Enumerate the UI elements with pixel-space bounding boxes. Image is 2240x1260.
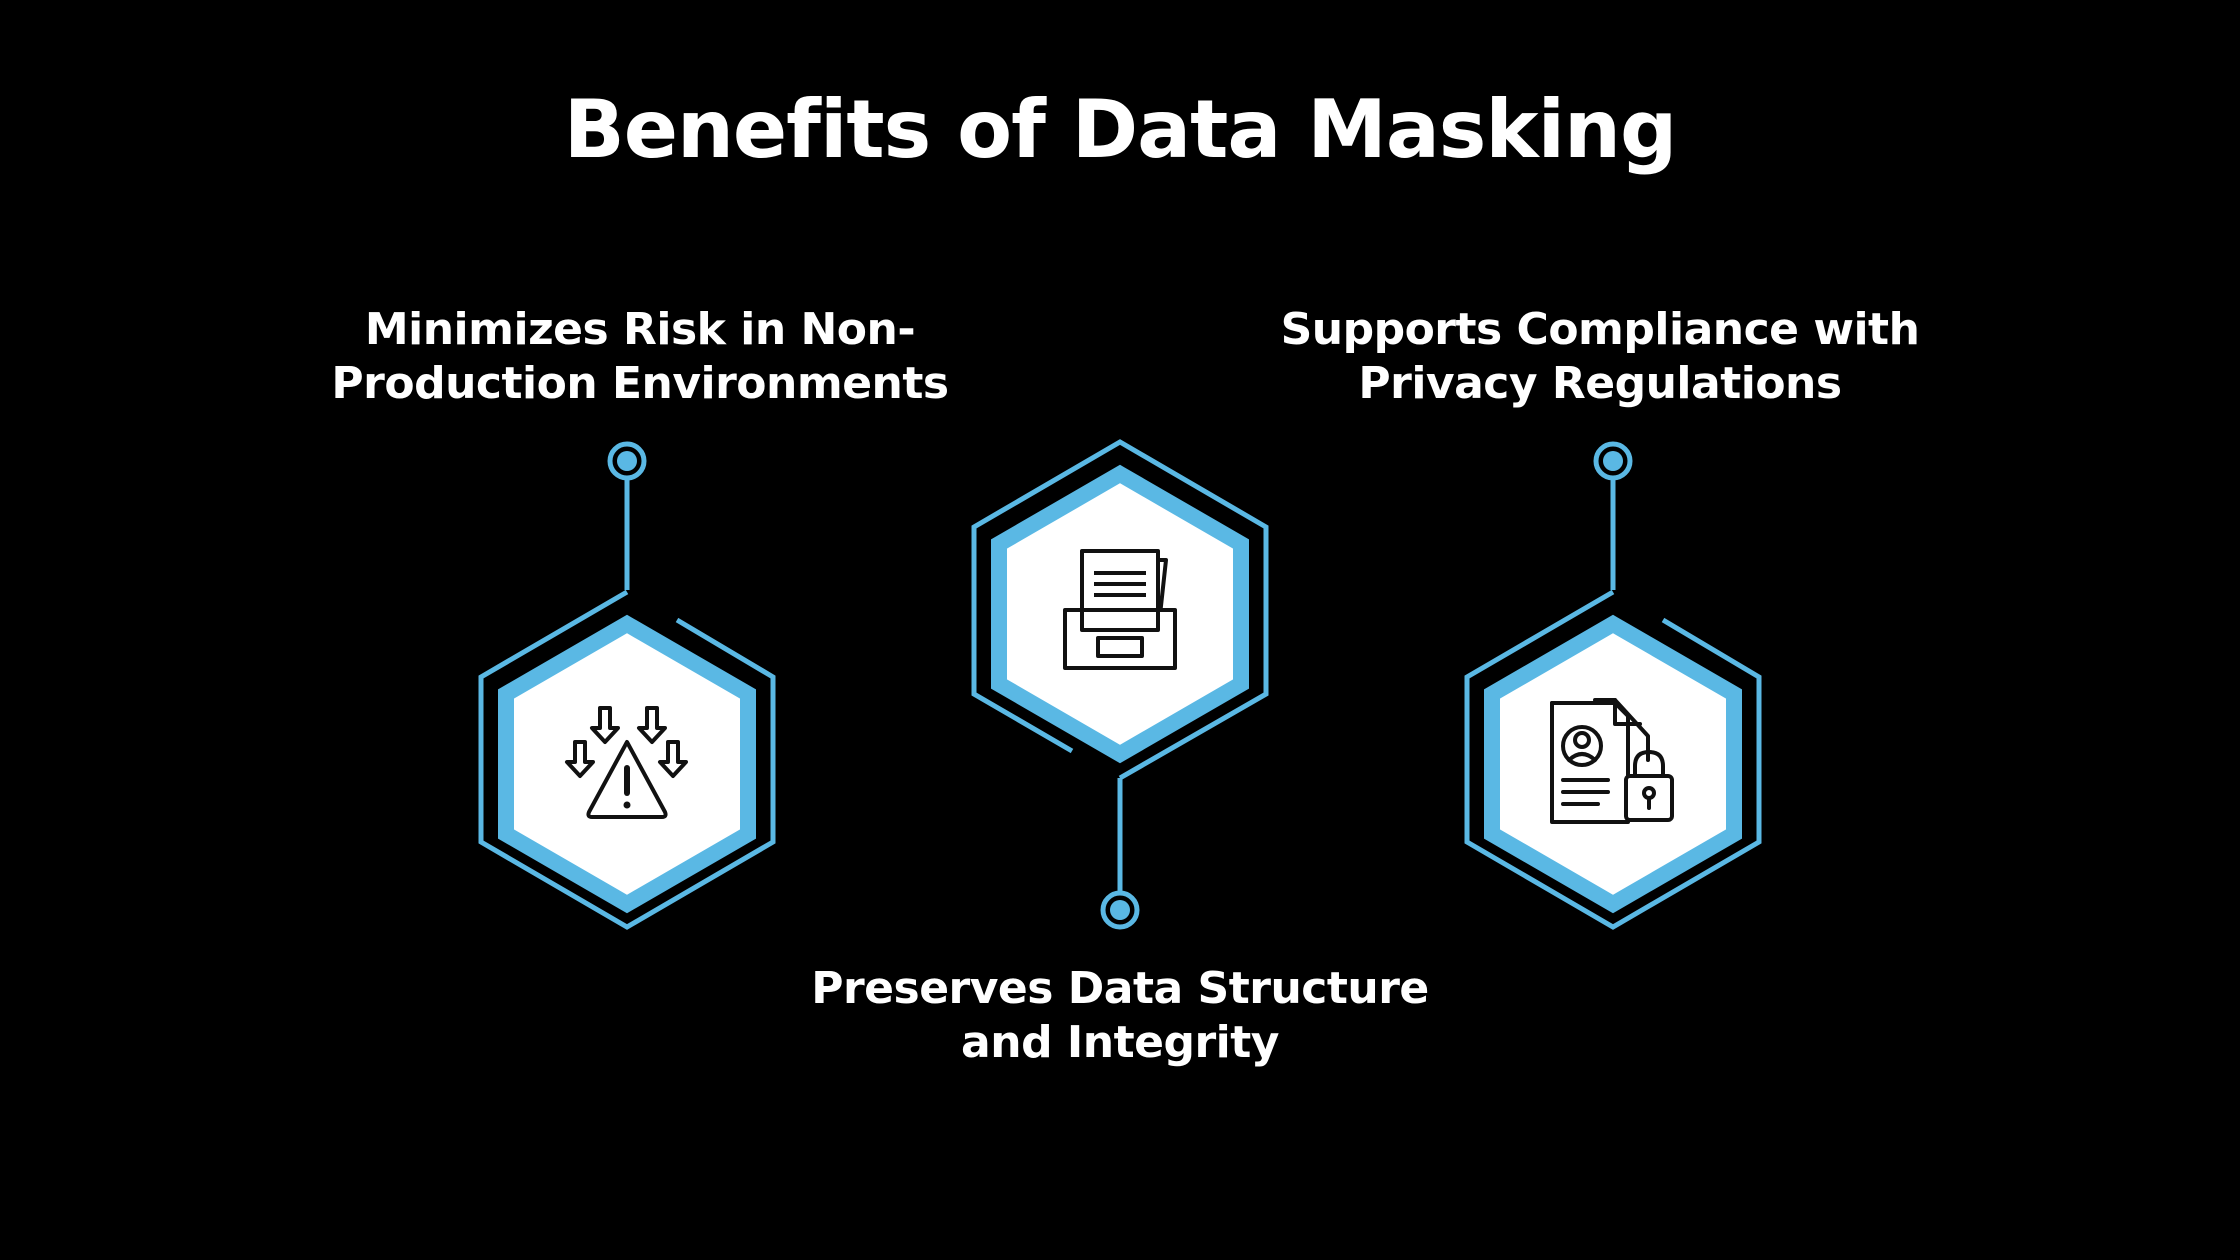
benefit-label-2-line-2: and Integrity [961, 1017, 1279, 1068]
benefit-label-2: Preserves Data Structure and Integrity [770, 962, 1470, 1070]
benefit-label-2-line-1: Preserves Data Structure [811, 963, 1429, 1014]
benefit-node-1 [478, 441, 776, 930]
benefit-label-3-line-2: Privacy Regulations [1358, 358, 1842, 409]
benefit-node-3 [1464, 441, 1762, 930]
benefit-label-1-line-1: Minimizes Risk in Non- [364, 304, 916, 355]
file-archive-icon [1063, 549, 1177, 670]
connector-dot-inner-3 [1603, 451, 1623, 471]
benefit-label-1-line-2: Production Environments [331, 358, 949, 409]
connector-dot-inner-2 [1110, 900, 1130, 920]
benefit-node-2 [971, 439, 1269, 930]
outer-hex-3 [1464, 589, 1762, 930]
connector-dot-inner-1 [617, 451, 637, 471]
benefit-label-3-line-1: Supports Compliance with [1280, 304, 1920, 355]
risk-warning-icon [565, 706, 688, 819]
benefit-label-3: Supports Compliance with Privacy Regulat… [1250, 303, 1950, 411]
outer-hex-1 [478, 589, 776, 930]
outer-hex-2 [971, 439, 1269, 781]
locked-document-icon [1550, 698, 1674, 824]
slide-title: Benefits of Data Masking [563, 83, 1678, 176]
inner-hex-1 [498, 614, 756, 914]
benefit-label-1: Minimizes Risk in Non- Production Enviro… [290, 303, 990, 411]
